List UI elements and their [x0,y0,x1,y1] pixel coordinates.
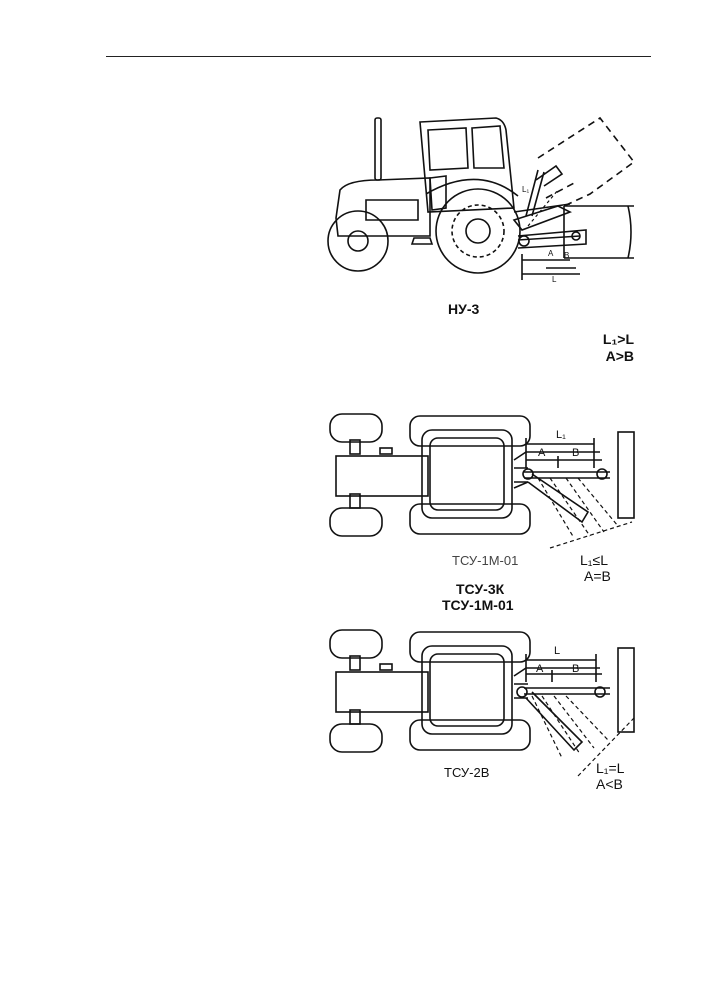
condition-line-1: L₁>L [602,331,634,347]
dim-label-l1-fig2: L₁ [556,429,566,441]
figure-caption-tsu1m01: ТСУ-1М-01 [442,597,514,613]
condition-line-2: A>B [605,348,634,364]
dim-label-a-fig3: A [536,663,544,675]
condition-fig2-line-2: A=B [584,568,611,584]
figure-nu3-side-view: A B L L₁ [327,116,636,284]
figure-caption-tsu3k: ТСУ-3К [456,581,505,597]
figure-tsu1m01-top-view: L₁ A B [329,413,635,549]
dim-label-a-fig2: A [538,447,546,459]
figure-tsu2v-top-view: L A B [329,629,635,777]
dim-label-b-fig3: B [572,663,579,675]
header-rule [106,56,651,57]
dim-label-l1: L₁ [522,185,529,194]
dim-label-b: B [564,251,569,260]
figure-caption-tsu2v: ТСУ-2В [444,765,490,780]
dim-label-a: A [548,249,554,258]
dim-label-l: L [552,275,557,284]
figure-caption-nu3: НУ-3 [448,301,480,317]
condition-fig3-line-1: L₁=L [596,760,625,776]
dim-label-b-fig2: B [572,447,579,459]
condition-fig2-line-1: L₁≤L [580,552,608,568]
dim-label-l-fig3: L [554,645,560,657]
figure-caption-tsu1m01-faded: ТСУ-1М-01 [452,553,519,568]
condition-fig3-line-2: A<B [596,776,623,792]
